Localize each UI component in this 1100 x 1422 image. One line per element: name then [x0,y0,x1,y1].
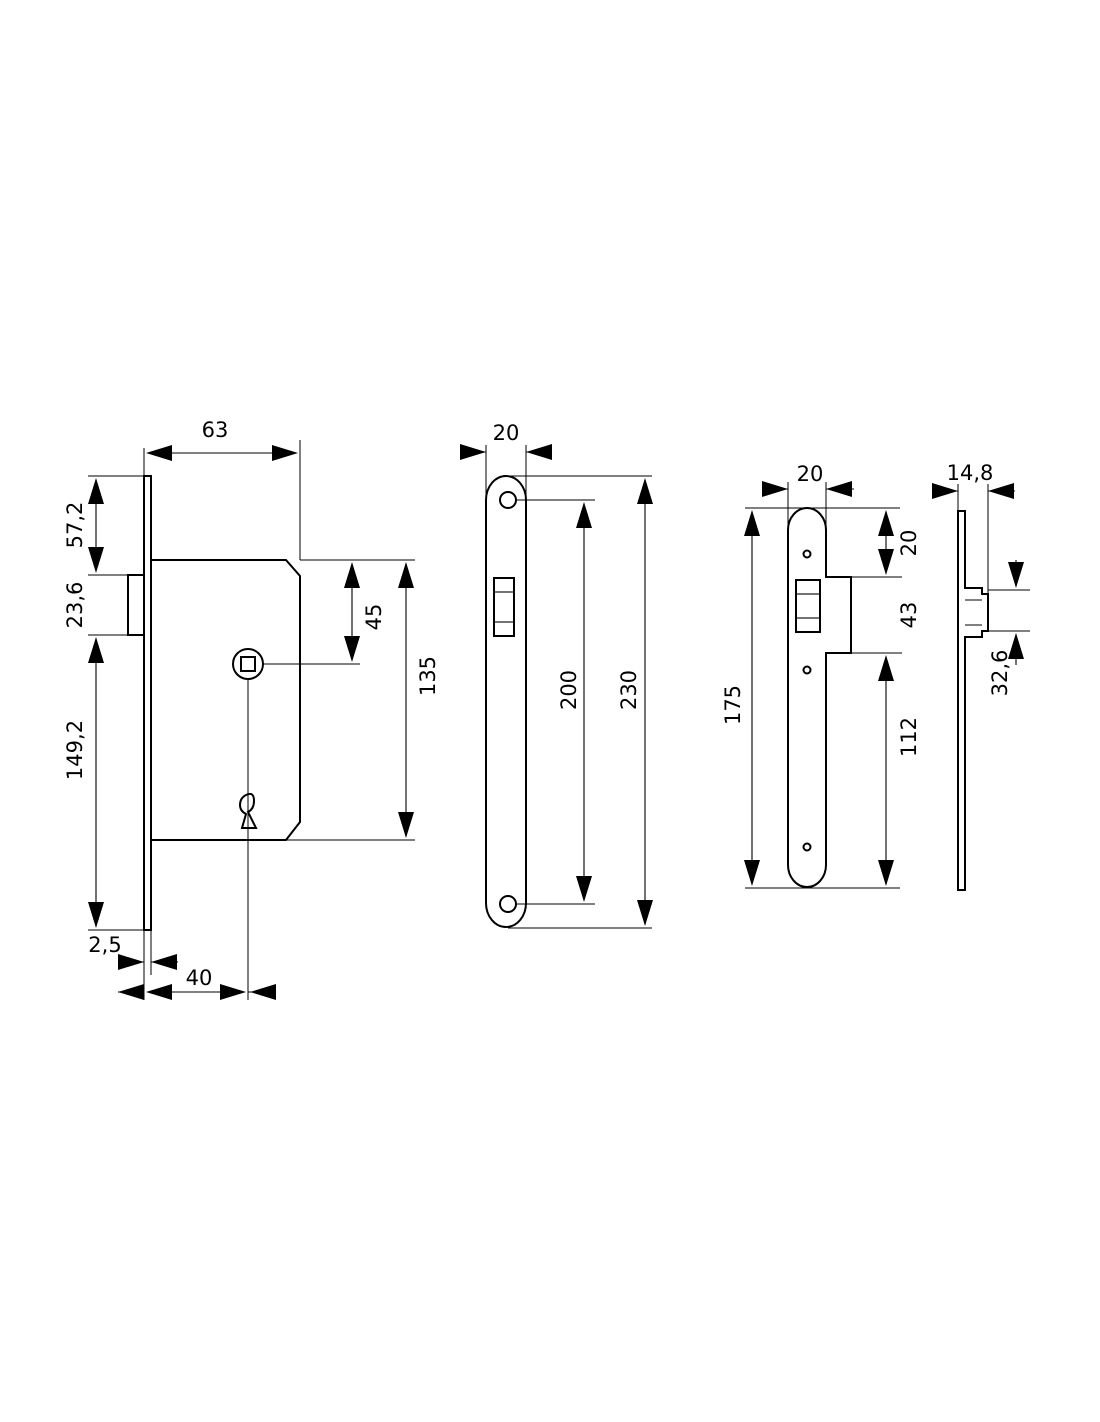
faceplate-screw-hole-bottom [499,895,517,913]
lock-faceplate-edge [143,475,152,931]
strike-side-view: 14,8 32,6 [932,461,1030,891]
lock-body-view: 63 57,2 23,6 149,2 45 135 [63,418,440,1000]
strike-plate-view: 20 175 20 43 112 [721,462,921,889]
dim-backset: 40 [186,966,213,990]
strike-screw-hole-3 [802,842,812,852]
dim-latch-height: 23,6 [63,582,87,629]
faceplate-outline [485,475,527,928]
dim-strike-width: 20 [797,462,824,486]
dim-strike-opening: 43 [897,602,921,629]
keyhole-icon [238,792,258,829]
dim-case-height: 135 [416,656,440,696]
strike-side-outline [957,510,989,891]
strike-latch-opening [795,579,821,633]
dim-lock-width: 63 [202,418,229,442]
dim-strike-depth: 14,8 [947,461,994,485]
dim-strike-top-section: 20 [897,530,921,557]
dim-strike-bottom-section: 112 [897,717,921,757]
strike-screw-hole-1 [802,549,812,559]
faceplate-latch-inner [493,591,515,623]
strike-screw-hole-2 [802,665,812,675]
dim-follower-to-bottom: 149,2 [63,720,87,780]
dim-faceplate-thickness: 2,5 [88,933,121,957]
strike-plate-outline [787,507,852,888]
faceplate-screw-hole-top [499,491,517,509]
faceplate-view: 20 200 230 [460,421,653,929]
dim-screw-spacing: 200 [557,670,581,710]
strike-latch-inner [795,593,821,619]
latch-bolt [127,574,145,636]
lock-case [150,559,301,841]
faceplate-latch-opening [493,577,515,637]
dim-strike-lip: 32,6 [988,650,1012,697]
dim-faceplate-width: 20 [493,421,520,445]
dim-strike-height: 175 [721,685,745,725]
dim-faceplate-height: 230 [617,670,641,710]
follower-square-icon [232,648,264,680]
dim-case-follower-offset: 45 [362,604,386,631]
dim-top-to-latch: 57,2 [63,502,87,549]
